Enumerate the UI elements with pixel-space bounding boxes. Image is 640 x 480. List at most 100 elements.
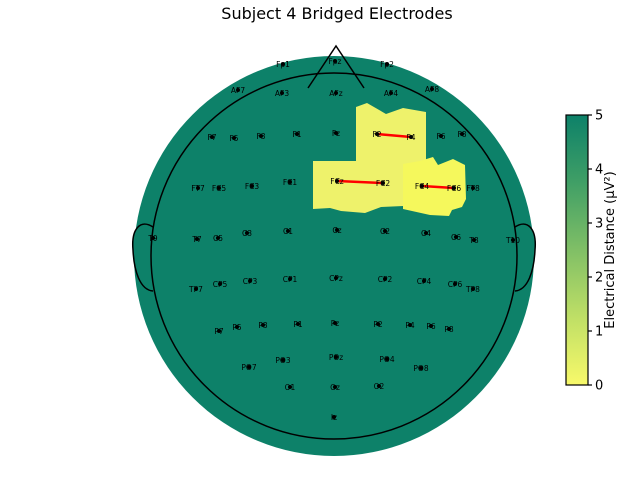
electrode-marker <box>250 184 254 188</box>
electrode-label: T9 <box>147 234 158 243</box>
bridge-line-FC4-FC6 <box>420 184 456 190</box>
electrode-CP5: CP5 <box>213 280 228 289</box>
electrode-P7: P7 <box>214 327 224 336</box>
electrode-marker <box>261 323 265 327</box>
electrode-label: T10 <box>505 236 520 245</box>
electrode-marker <box>335 179 339 183</box>
electrode-label: O1 <box>285 383 296 392</box>
electrode-F4: F4 <box>406 133 415 142</box>
electrode-P6: P6 <box>426 322 436 331</box>
electrode-label: F7 <box>207 133 216 142</box>
electrode-label: C4 <box>421 229 431 238</box>
electrode-marker <box>383 229 387 233</box>
electrode-P4: P4 <box>405 321 415 330</box>
electrode-O1: O1 <box>285 383 296 392</box>
electrode-label: POz <box>329 353 343 362</box>
electrode-marker <box>236 88 240 92</box>
electrode-marker <box>389 91 393 95</box>
electrode-marker <box>452 186 456 190</box>
electrode-label: P6 <box>426 322 436 331</box>
electrode-label: Oz <box>330 383 340 392</box>
electrode-marker <box>385 357 389 361</box>
colorbar-gradient <box>565 114 589 386</box>
electrode-marker <box>383 277 387 281</box>
electrode-marker <box>217 186 221 190</box>
electrode-marker <box>454 235 458 239</box>
electrode-marker <box>288 180 292 184</box>
electrode-label: P8 <box>444 325 454 334</box>
electrode-marker <box>447 327 451 331</box>
electrode-FC5: FC5 <box>212 184 227 193</box>
electrode-marker <box>409 135 413 139</box>
electrode-label: AF7 <box>231 86 245 95</box>
electrode-label: F6 <box>436 132 445 141</box>
electrode-label: F5 <box>229 134 238 143</box>
electrode-P5: P5 <box>232 323 242 332</box>
electrode-F6: F6 <box>436 132 445 141</box>
electrode-C3: C3 <box>242 229 252 238</box>
electrode-label: AF4 <box>384 89 398 98</box>
electrode-marker <box>333 59 337 63</box>
electrode-label: AF3 <box>275 89 289 98</box>
electrode-marker <box>376 322 380 326</box>
electrode-label: FT7 <box>191 184 205 193</box>
right-ear-outline <box>514 223 536 292</box>
electrode-label: CP2 <box>378 275 393 284</box>
electrode-label: C3 <box>242 229 252 238</box>
electrode-Fz: Fz <box>332 129 340 138</box>
electrode-F5: F5 <box>229 134 238 143</box>
electrode-marker <box>194 287 198 291</box>
electrode-marker <box>471 186 475 190</box>
electrode-Pz: Pz <box>331 319 340 328</box>
electrode-marker <box>259 134 263 138</box>
colorbar-tick-label: 2 <box>595 271 603 286</box>
electrode-label: FC3 <box>245 182 260 191</box>
electrode-label: FC6 <box>447 184 462 193</box>
electrode-marker <box>453 282 457 286</box>
electrode-marker <box>195 237 199 241</box>
electrode-marker <box>333 321 337 325</box>
electrode-marker <box>280 91 284 95</box>
electrode-marker <box>334 91 338 95</box>
electrode-marker <box>196 186 200 190</box>
left-ear-outline <box>132 223 154 292</box>
electrode-Fpz: Fpz <box>328 57 341 66</box>
electrode-marker <box>295 132 299 136</box>
electrode-marker <box>460 132 464 136</box>
electrode-marker <box>216 236 220 240</box>
plot-title: Subject 4 Bridged Electrodes <box>221 4 452 23</box>
bridged-region-F2-F4 <box>356 103 426 161</box>
electrode-PO7: PO7 <box>241 363 256 372</box>
electrode-marker <box>210 135 214 139</box>
electrode-label: TP7 <box>188 285 203 294</box>
electrode-label: FC4 <box>415 182 430 191</box>
electrode-C4: C4 <box>421 229 431 238</box>
electrode-label: P3 <box>258 321 268 330</box>
electrode-label: TP8 <box>465 285 480 294</box>
electrode-marker <box>333 385 337 389</box>
electrode-label: FC5 <box>212 184 227 193</box>
electrode-label: CP4 <box>417 277 432 286</box>
electrode-label: FC1 <box>283 178 298 187</box>
electrode-marker <box>218 282 222 286</box>
electrode-CP2: CP2 <box>378 275 393 284</box>
electrode-label: PO8 <box>413 364 428 373</box>
electrode-CPz: CPz <box>329 274 343 283</box>
electrode-marker <box>286 229 290 233</box>
electrode-label: C6 <box>451 233 461 242</box>
electrode-FC1: FC1 <box>283 178 298 187</box>
electrode-marker <box>281 62 285 66</box>
colorbar-tick-label: 1 <box>595 325 603 340</box>
electrode-label: CP6 <box>448 280 463 289</box>
electrode-marker <box>408 323 412 327</box>
electrode-label: Fp2 <box>380 60 394 69</box>
electrode-marker <box>424 231 428 235</box>
electrode-T8: T8 <box>468 236 479 245</box>
electrode-label: FC2 <box>376 179 391 188</box>
electrode-O2: O2 <box>374 382 385 391</box>
